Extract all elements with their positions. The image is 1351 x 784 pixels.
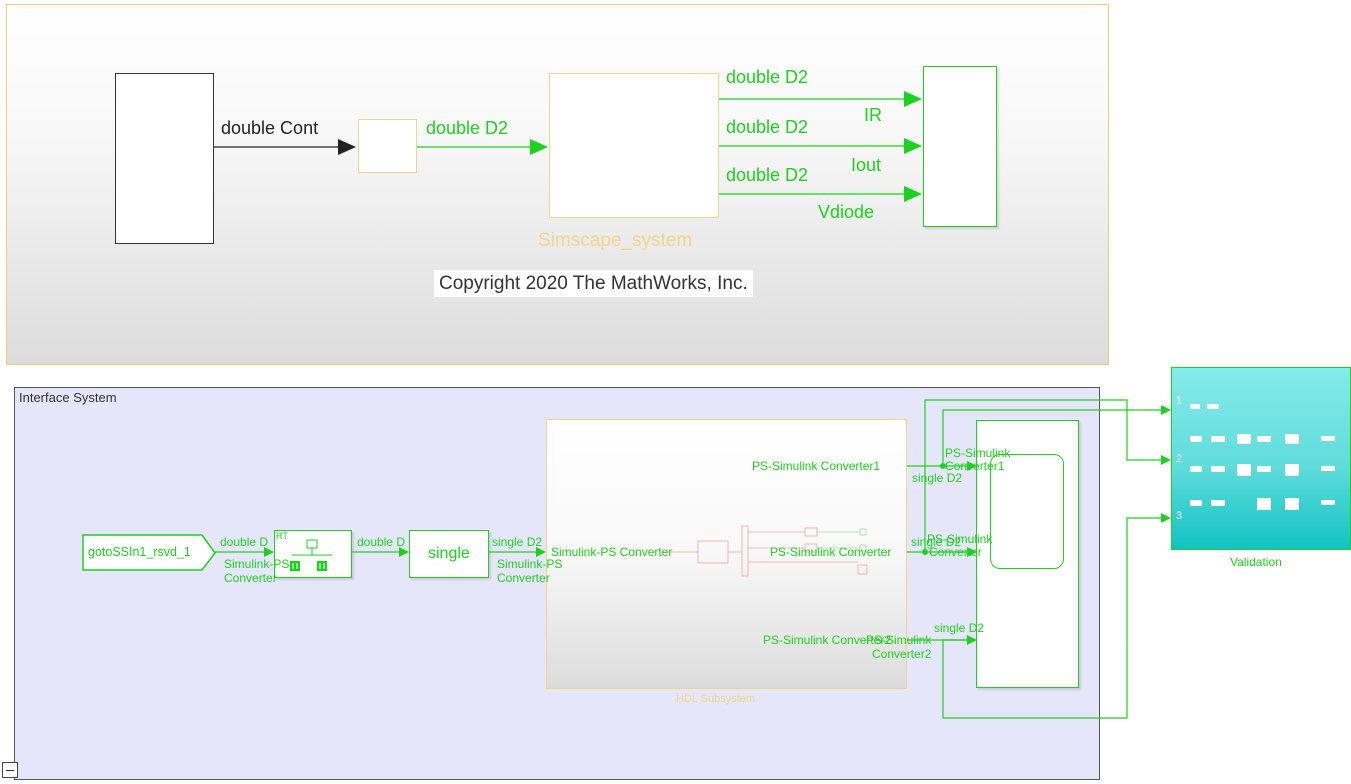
copyright-annotation: Copyright 2020 The MathWorks, Inc. xyxy=(434,270,753,297)
converter-mid-label: Converter xyxy=(929,545,982,559)
sig-single-d2-a: single D2 xyxy=(492,535,543,549)
goto-block-label: gotoSSIn1_rsvd_1 xyxy=(88,545,191,559)
simscape-system-label: Simscape_system xyxy=(538,230,693,251)
signal-label-out3: double D2 xyxy=(726,165,809,185)
validation-port-1: 1 xyxy=(1176,395,1183,407)
single-block-label: single xyxy=(428,545,470,562)
signal-label-d2-a: double D2 xyxy=(426,118,509,138)
rt-label: RT xyxy=(276,531,288,541)
signal-label-out1: double D2 xyxy=(726,67,809,87)
rate-transition-block[interactable] xyxy=(358,119,417,173)
hdl-out-port3-label: PS-Simulink Converter2 xyxy=(763,633,892,647)
hdl-subsystem-block[interactable] xyxy=(546,419,907,689)
single-d2-1-label: single D2 xyxy=(912,471,963,485)
sim-ps-label-a: Simulink-PS xyxy=(224,557,290,571)
ps-simulink-1a-label: PS-Simulink xyxy=(945,446,1011,460)
collapse-icon[interactable]: – xyxy=(2,762,18,778)
validation-internal-icon xyxy=(1190,404,1335,510)
ps-simulink-2a-label: PS-Simulink xyxy=(927,532,993,546)
rate-transition-icon xyxy=(290,539,332,571)
sim-ps-label-b: Simulink-PS xyxy=(497,557,563,571)
sig-double-d-2: double D xyxy=(357,535,406,549)
sig-double-d-1: double D xyxy=(220,535,269,549)
port-label-iout: Iout xyxy=(851,155,882,175)
hdl-in-port-label: Simulink-PS Converter xyxy=(551,545,673,559)
single-convert-block[interactable] xyxy=(409,530,489,578)
converter1-label: Converter1 xyxy=(945,459,1005,473)
port-label-ir: IR xyxy=(864,105,882,125)
interface-system-title: Interface System xyxy=(19,390,117,405)
validation-label: Validation xyxy=(1230,555,1282,569)
validation-block[interactable] xyxy=(1171,367,1351,550)
single-d2-3-label: single D2 xyxy=(934,621,985,635)
hdl-subsystem-label: HDL Subsystem xyxy=(676,693,756,705)
mux-output-block[interactable] xyxy=(923,66,997,227)
single-d2-2-label: single D2 xyxy=(911,535,962,549)
converter-label-b: Converter xyxy=(497,571,550,585)
port-label-vdiode: Vdiode xyxy=(818,202,875,222)
validation-port-3: 3 xyxy=(1176,510,1183,522)
converter-label-a: Converter xyxy=(224,571,277,585)
scope-screen xyxy=(990,454,1064,569)
converter2-label: Converter2 xyxy=(872,647,932,661)
source-block[interactable] xyxy=(115,73,214,244)
goto-block[interactable] xyxy=(82,534,217,572)
validation-port-2: 2 xyxy=(1176,453,1183,465)
hdl-out-port1-label: PS-Simulink Converter1 xyxy=(752,459,881,473)
simscape-system-block[interactable] xyxy=(549,73,719,218)
hdl-out-port2-label: PS-Simulink Converter xyxy=(770,545,892,559)
signal-label-cont: double Cont xyxy=(221,118,319,138)
signal-label-out2: double D2 xyxy=(726,117,809,137)
ps-simulink-3a-label: PS-Simulink xyxy=(866,633,932,647)
rate-transition-sps-block[interactable] xyxy=(274,530,352,578)
